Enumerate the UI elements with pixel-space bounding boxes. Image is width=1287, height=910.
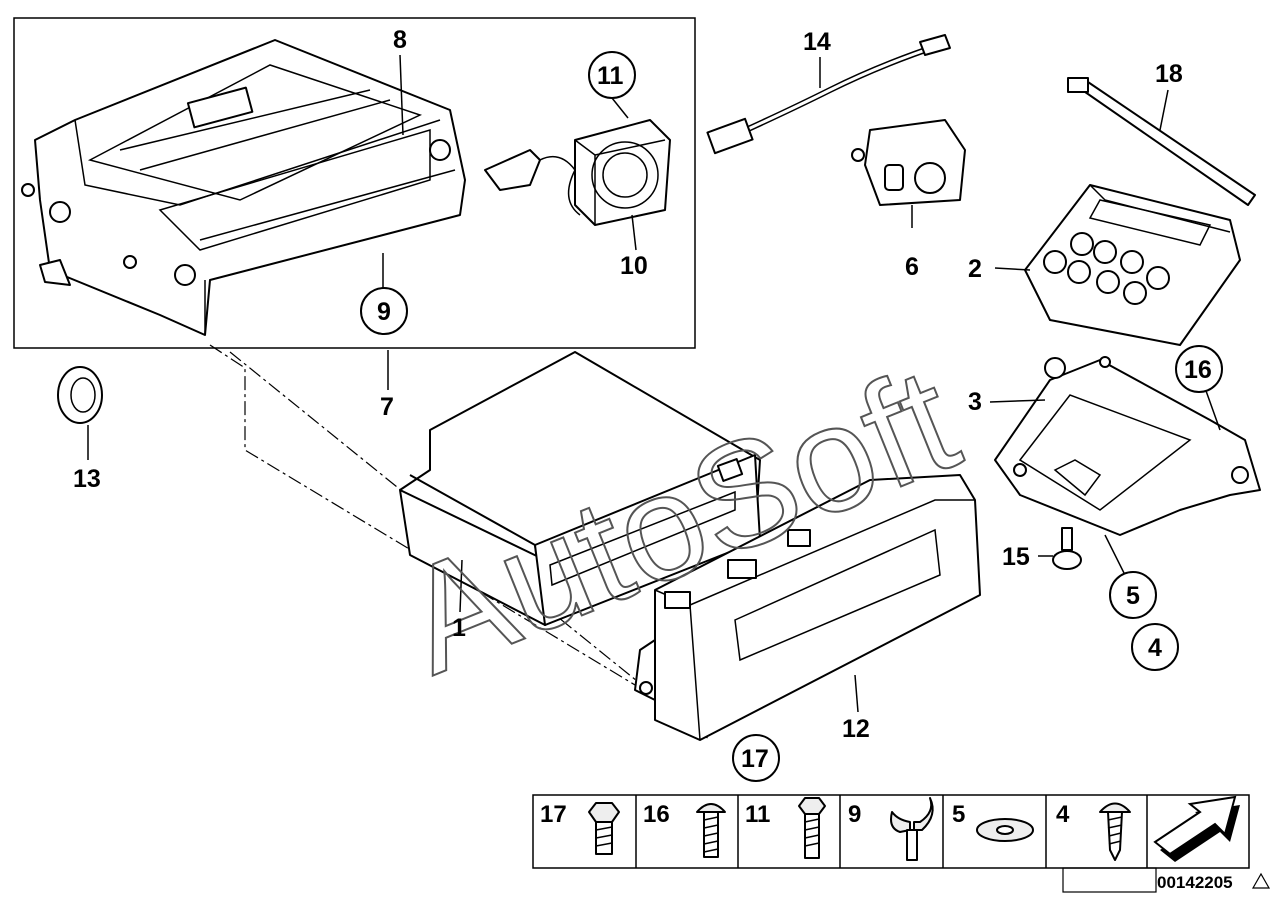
inset-frame (13, 17, 696, 349)
callout-12: 12 (842, 715, 870, 743)
cable-tie-part (1067, 77, 1256, 206)
callout-8: 8 (393, 26, 407, 54)
wing-screw-part (1038, 527, 1082, 570)
callout-11-circle (588, 51, 636, 99)
callout-17: 17 (741, 745, 769, 773)
legend-label-16: 16 (643, 801, 670, 828)
legend-label-5: 5 (952, 801, 965, 828)
leader-8 (399, 54, 404, 136)
callout-1: 1 (452, 614, 466, 642)
cable-harness-part (706, 34, 951, 155)
callout-13: 13 (73, 465, 101, 493)
arrow-icon (1153, 795, 1240, 862)
legend-label-4: 4 (1056, 801, 1070, 828)
callout-5: 5 (1126, 582, 1140, 610)
pan-screw-icon (696, 803, 726, 858)
hex-screw-icon (798, 797, 826, 859)
callout-17-circle (732, 734, 780, 782)
callout-16-circle (1175, 345, 1223, 393)
keypad-part (994, 184, 1241, 346)
callout-14: 14 (803, 28, 831, 56)
hex-bolt-icon (588, 802, 620, 855)
callout-16: 16 (1184, 356, 1212, 384)
cover-trim-part (634, 474, 981, 741)
callout-18: 18 (1155, 60, 1183, 88)
dvd-player-part (399, 351, 761, 626)
callout-5-circle (1109, 571, 1157, 619)
callout-4-circle (1131, 623, 1179, 671)
callout-3: 3 (968, 388, 982, 416)
legend-label-9: 9 (848, 801, 861, 828)
wing-screw-icon (890, 797, 934, 861)
callout-4: 4 (1148, 634, 1162, 662)
callout-10: 10 (620, 252, 648, 280)
grommet-part (57, 366, 103, 460)
callout-15: 15 (1002, 543, 1030, 571)
callout-11: 11 (597, 62, 624, 90)
bracket-part (989, 356, 1261, 576)
changer-mechanism-part (21, 39, 466, 336)
callout-2: 2 (968, 255, 982, 283)
callout-9: 9 (377, 298, 391, 326)
revision-triangle-icon (1251, 872, 1271, 889)
diagram-code: 00142205 (1157, 873, 1233, 892)
washer-icon (976, 818, 1034, 842)
callout-7: 7 (380, 393, 394, 421)
switch-panel-part (851, 119, 966, 228)
callout-9-circle (360, 287, 408, 335)
fastener-legend: 17 16 11 9 5 4 (532, 794, 1250, 893)
legend-label-17: 17 (540, 801, 567, 828)
fan-part (484, 97, 671, 251)
callout-6: 6 (905, 253, 919, 281)
legend-label-11: 11 (745, 801, 770, 828)
tapping-screw-icon (1099, 802, 1131, 861)
